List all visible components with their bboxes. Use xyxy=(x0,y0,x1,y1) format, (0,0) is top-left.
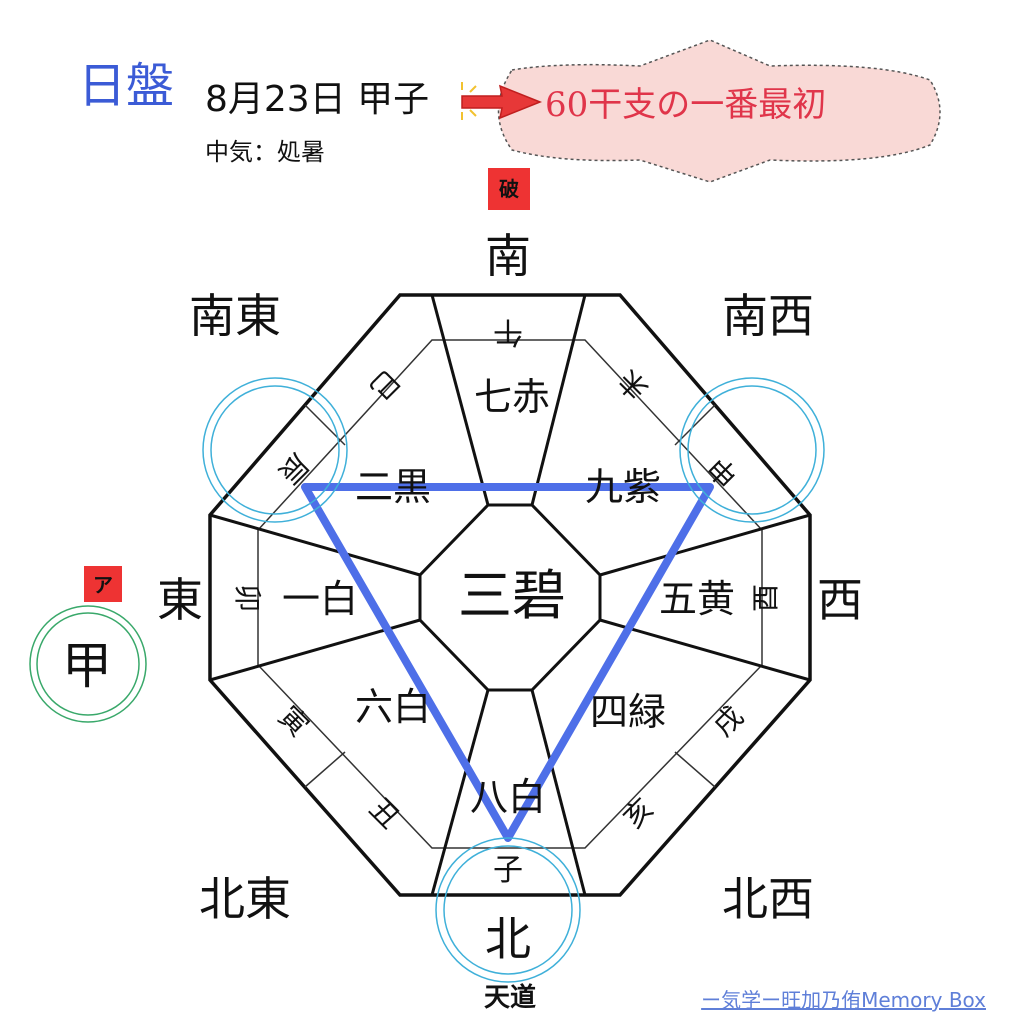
zodiac-w: 酉 xyxy=(749,584,782,612)
subtitle-solar-term: 中気：処暑 xyxy=(205,138,325,166)
triangle-overlay xyxy=(301,483,714,842)
direction-south: 南 xyxy=(485,229,531,283)
direction-northeast: 北東 xyxy=(199,872,291,926)
direction-southeast: 南東 xyxy=(189,289,281,343)
direction-east: 東 xyxy=(157,573,203,627)
callout-bubble xyxy=(497,39,941,183)
ring-southeast xyxy=(202,377,348,523)
middle-octagon xyxy=(257,339,763,849)
tendo-label: 天道 xyxy=(484,982,536,1013)
kan-label: 甲 xyxy=(62,637,112,695)
star-southeast: 二黒 xyxy=(355,465,431,509)
star-south: 七赤 xyxy=(474,375,550,419)
title-date: 8月23日 甲子 xyxy=(205,79,430,120)
zodiac-s: 午 xyxy=(493,314,523,349)
star-northeast: 六白 xyxy=(355,685,431,729)
star-west: 五黄 xyxy=(659,577,735,621)
ring-north xyxy=(435,837,581,983)
direction-southwest: 南西 xyxy=(722,289,814,343)
marker-a: ア xyxy=(93,573,113,597)
zodiac-n: 子 xyxy=(493,853,523,888)
sparkle-icon xyxy=(461,82,477,120)
zodiac-e: 卯 xyxy=(231,584,264,612)
direction-north: 北 xyxy=(485,912,531,966)
marker-ha: 破 xyxy=(499,177,519,201)
marker-ha-box xyxy=(488,168,530,210)
zodiac-dividers xyxy=(304,404,716,788)
ring-kan xyxy=(29,605,147,723)
star-southwest: 九紫 xyxy=(585,465,661,509)
star-center: 三碧 xyxy=(458,564,566,627)
title-day-board: 日盤 xyxy=(78,58,175,114)
direction-northwest: 北西 xyxy=(722,872,814,926)
star-east: 一白 xyxy=(282,577,358,621)
direction-west: 西 xyxy=(817,573,863,627)
callout-text: 60干支の一番最初 xyxy=(545,85,827,125)
ring-southwest xyxy=(679,377,825,523)
marker-a-box xyxy=(84,566,122,602)
credit-link[interactable]: ー気学ー旺加乃侑Memory Box xyxy=(701,988,986,1012)
arrow-icon xyxy=(461,84,543,120)
star-northwest: 四緑 xyxy=(590,690,666,734)
star-north: 八白 xyxy=(470,775,546,819)
sector-dividers xyxy=(209,294,811,896)
